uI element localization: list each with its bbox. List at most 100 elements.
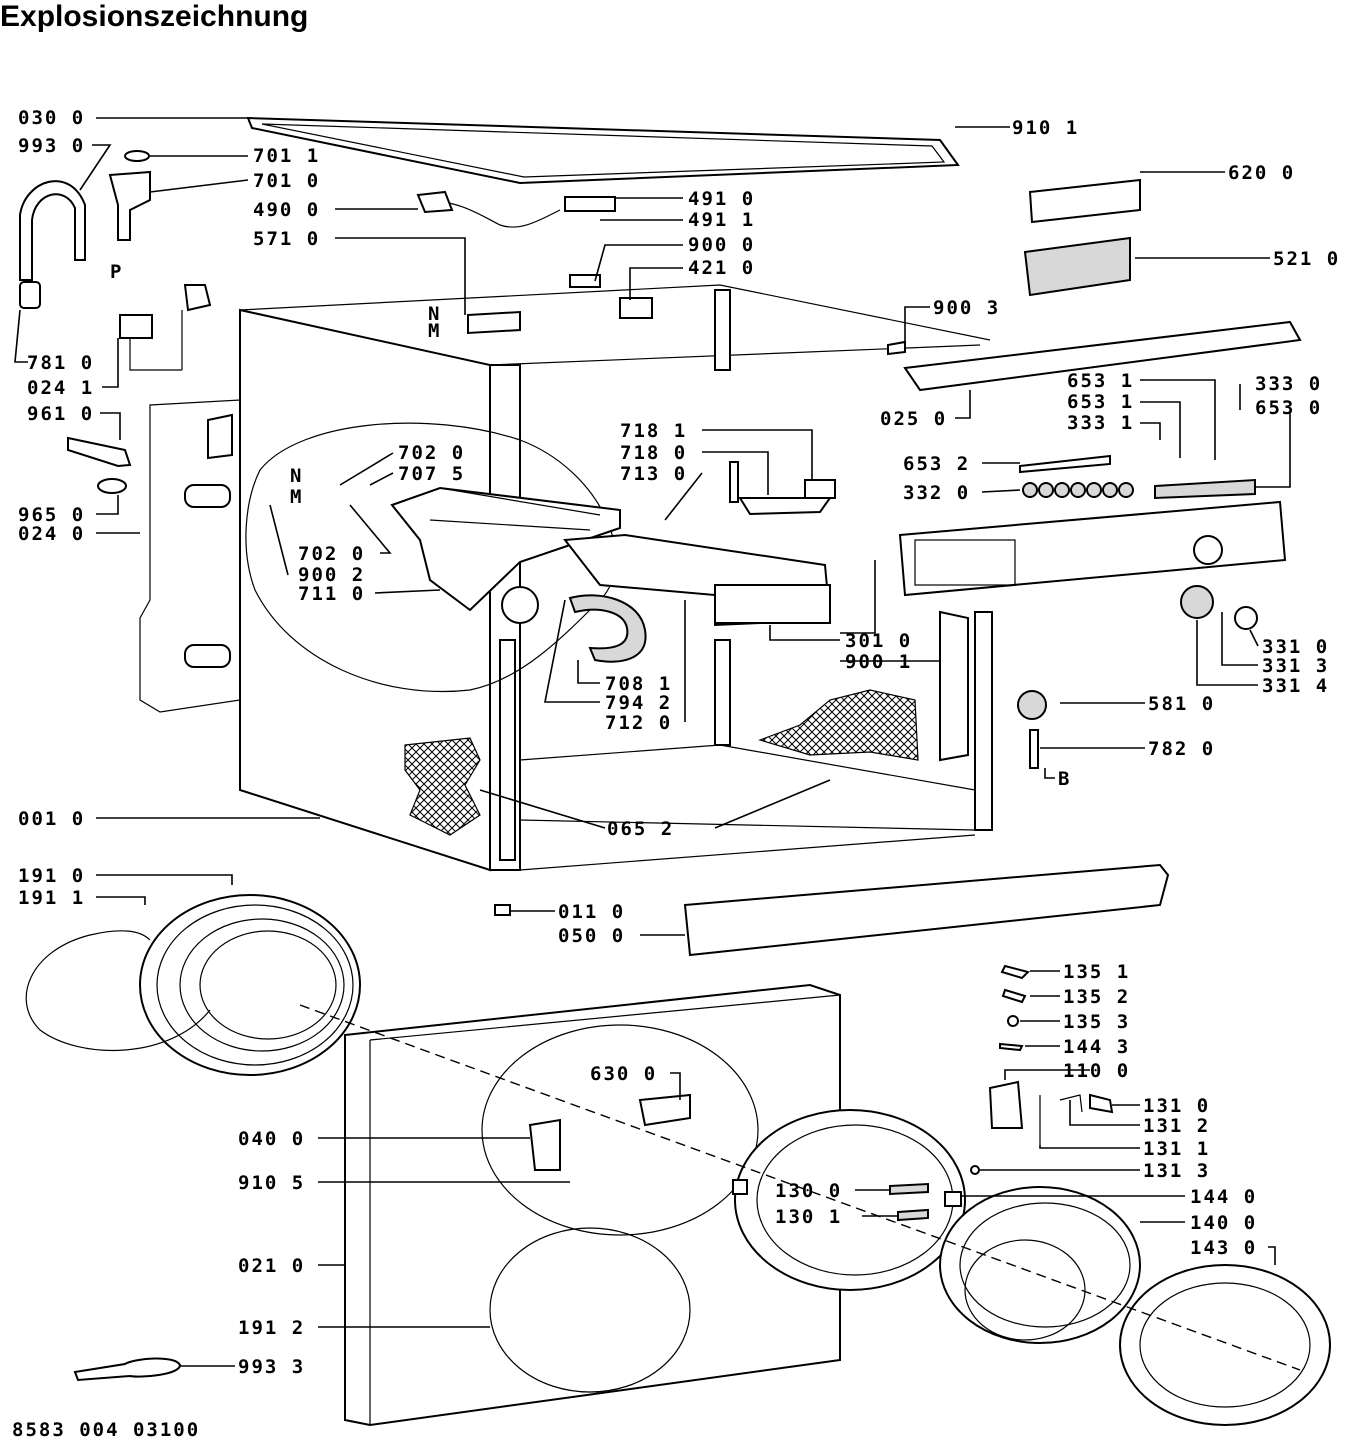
cabinet-frame	[239, 284, 993, 872]
label-131-3: 131 3	[1143, 1160, 1210, 1182]
door-inner	[1119, 1264, 1331, 1426]
module-521	[1023, 236, 1131, 297]
wrench	[73, 1357, 182, 1382]
label-001-0: 001 0	[18, 808, 85, 830]
label-024-1: 024 1	[27, 377, 94, 399]
top-cover	[246, 116, 960, 185]
label-702-0-b: 702 0	[298, 543, 365, 565]
label-910-1: 910 1	[1012, 117, 1079, 139]
label-630-0: 630 0	[590, 1063, 657, 1085]
label-653-2: 653 2	[903, 453, 970, 475]
label-701-0: 701 0	[253, 170, 320, 192]
label-900-1: 900 1	[845, 651, 912, 673]
label-110-0: 110 0	[1063, 1060, 1130, 1082]
label-135-3: 135 3	[1063, 1011, 1130, 1033]
label-718-0: 718 0	[620, 442, 687, 464]
label-965-0: 965 0	[18, 504, 85, 526]
label-718-1: 718 1	[620, 420, 687, 442]
label-050-0: 050 0	[558, 925, 625, 947]
detergent-housing	[390, 486, 621, 612]
label-711-0: 711 0	[298, 583, 365, 605]
label-491-0: 491 0	[688, 188, 755, 210]
label-620-0: 620 0	[1228, 162, 1295, 184]
marker-p: P	[110, 261, 123, 283]
label-581-0: 581 0	[1148, 693, 1215, 715]
pump	[67, 436, 132, 468]
drawing-number: 8583 004 03100	[12, 1419, 200, 1440]
label-021-0: 021 0	[238, 1255, 305, 1277]
label-011-0: 011 0	[558, 901, 625, 923]
label-900-3: 900 3	[933, 297, 1000, 319]
label-191-0: 191 0	[18, 865, 85, 887]
label-794-2: 794 2	[605, 692, 672, 714]
leader-lines	[14, 117, 1291, 1367]
label-653-1-b: 653 1	[1067, 391, 1134, 413]
label-490-0: 490 0	[253, 199, 320, 221]
label-191-2: 191 2	[238, 1317, 305, 1339]
label-331-3: 331 3	[1262, 655, 1329, 677]
label-040-0: 040 0	[238, 1128, 305, 1150]
label-653-0: 653 0	[1255, 397, 1322, 419]
dispenser-outline	[245, 422, 617, 693]
label-332-0: 332 0	[903, 482, 970, 504]
label-421-0: 421 0	[688, 257, 755, 279]
label-130-1: 130 1	[775, 1206, 842, 1228]
label-701-1: 701 1	[253, 145, 320, 167]
label-143-0: 143 0	[1190, 1237, 1257, 1259]
marker-b: B	[1058, 768, 1071, 790]
insulation-left	[404, 737, 481, 836]
insulation-right	[758, 689, 919, 761]
label-708-1: 708 1	[605, 673, 672, 695]
door-seal	[25, 894, 361, 1076]
label-144-3: 144 3	[1063, 1036, 1130, 1058]
label-135-2: 135 2	[1063, 986, 1130, 1008]
inlet-hose	[19, 180, 86, 281]
kick-plate	[683, 863, 1170, 957]
label-993-0: 993 0	[18, 135, 85, 157]
button-row	[1022, 482, 1134, 498]
marker-m-top: M	[428, 320, 441, 342]
label-782-0: 782 0	[1148, 738, 1215, 760]
control-panel	[898, 500, 1287, 597]
hose	[568, 594, 647, 663]
label-491-1: 491 1	[688, 209, 755, 231]
label-144-0: 144 0	[1190, 1186, 1257, 1208]
label-140-0: 140 0	[1190, 1212, 1257, 1234]
label-024-0: 024 0	[18, 523, 85, 545]
marker-n-top: N	[428, 303, 441, 325]
marker-n-mid: N	[290, 465, 303, 487]
label-130-0: 130 0	[775, 1180, 842, 1202]
door-frame-ring	[732, 1109, 966, 1291]
label-707-5: 707 5	[398, 463, 465, 485]
top-rail	[903, 320, 1302, 392]
label-653-1-a: 653 1	[1067, 370, 1134, 392]
door-glass	[939, 1186, 1141, 1344]
label-521-0: 521 0	[1273, 248, 1340, 270]
label-900-2: 900 2	[298, 564, 365, 586]
label-131-2: 131 2	[1143, 1115, 1210, 1137]
label-331-4: 331 4	[1262, 675, 1329, 697]
control-board	[1028, 178, 1141, 224]
label-131-1: 131 1	[1143, 1138, 1210, 1160]
label-961-0: 961 0	[27, 403, 94, 425]
label-333-1: 333 1	[1067, 412, 1134, 434]
marker-m-mid: M	[290, 486, 303, 508]
label-713-0: 713 0	[620, 463, 687, 485]
label-030-0: 030 0	[18, 107, 85, 129]
label-993-3: 993 3	[238, 1356, 305, 1378]
label-571-0: 571 0	[253, 228, 320, 250]
front-panel	[344, 983, 841, 1427]
label-191-1: 191 1	[18, 887, 85, 909]
label-131-0: 131 0	[1143, 1095, 1210, 1117]
label-900-0: 900 0	[688, 234, 755, 256]
label-331-0: 331 0	[1262, 636, 1329, 658]
label-333-0: 333 0	[1255, 373, 1322, 395]
label-135-1: 135 1	[1063, 961, 1130, 983]
label-301-0: 301 0	[845, 630, 912, 652]
rear-panel	[139, 399, 241, 713]
diagram-title: Explosionszeichnung	[0, 0, 308, 33]
part-labels: 030 0 993 0 701 1 701 0 490 0 571 0 491 …	[18, 107, 1340, 1378]
label-065-2: 065 2	[607, 818, 674, 840]
label-910-5: 910 5	[238, 1172, 305, 1194]
